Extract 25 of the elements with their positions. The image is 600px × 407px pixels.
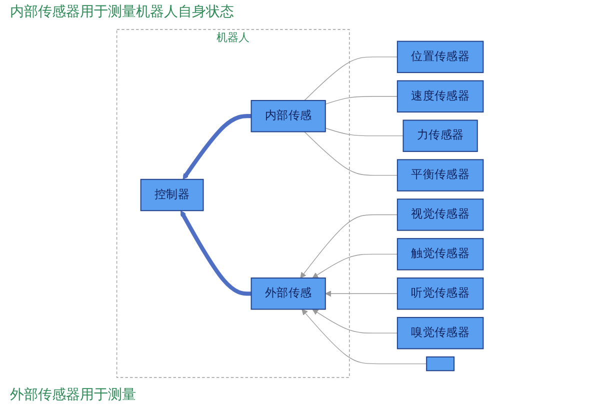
arrow bbox=[300, 214, 398, 278]
node-box: 触觉传感器 bbox=[396, 238, 484, 270]
node-box: 力传感器 bbox=[402, 120, 478, 152]
node-box: 视觉传感器 bbox=[396, 198, 484, 231]
arrow bbox=[302, 308, 427, 364]
note-text: 内部传感器用于测量机器人自身状态 bbox=[9, 3, 235, 22]
connector bbox=[304, 56, 398, 101]
node-box: 控制器 bbox=[140, 178, 204, 212]
arrow bbox=[312, 308, 398, 334]
connector bbox=[304, 131, 398, 176]
connector bbox=[325, 128, 404, 136]
arrow bbox=[325, 290, 398, 297]
connector bbox=[325, 96, 398, 104]
node-box bbox=[426, 356, 455, 372]
node-box: 内部传感 bbox=[250, 100, 326, 132]
node-box: 平衡传感器 bbox=[396, 159, 484, 192]
arrow bbox=[182, 114, 252, 180]
node-box: 外部传感 bbox=[250, 278, 326, 310]
node-box: 嗅觉传感器 bbox=[396, 316, 484, 350]
node-box: 听觉传感器 bbox=[396, 278, 484, 310]
node-box: 位置传感器 bbox=[396, 40, 484, 74]
node-box: 速度传感器 bbox=[396, 80, 484, 112]
arrow bbox=[180, 210, 252, 296]
note-text: 外部传感器用于测量 bbox=[9, 386, 137, 405]
arrow bbox=[312, 254, 398, 278]
